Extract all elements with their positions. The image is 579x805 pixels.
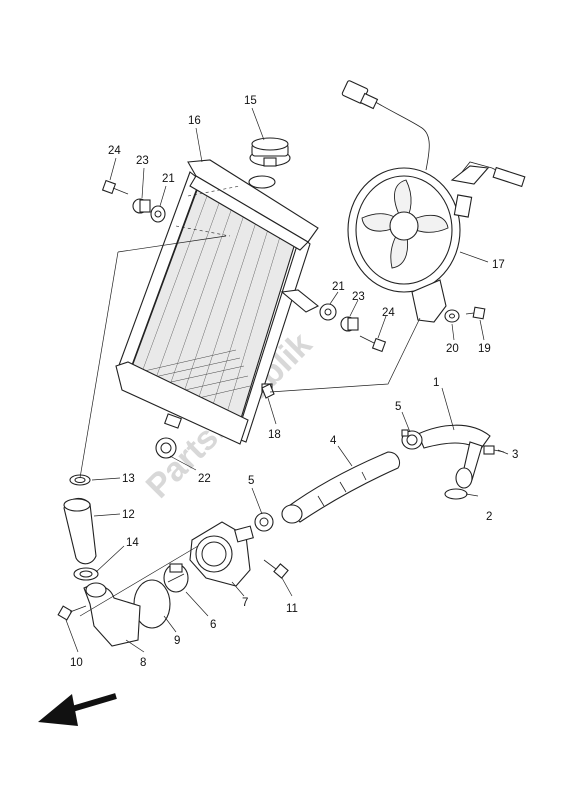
callout-numbers: 1 2 3 4 5 5 6 7 8 9 10 11 12 13 14 15 16… xyxy=(70,95,518,669)
callout-18: 18 xyxy=(268,429,281,441)
bolt-3 xyxy=(483,445,505,455)
callout-11: 11 xyxy=(286,603,298,615)
callout-21-left: 21 xyxy=(162,173,175,185)
o-ring-2 xyxy=(444,488,468,500)
callout-9: 9 xyxy=(174,635,180,647)
callout-5-middle: 5 xyxy=(248,475,254,487)
radiator xyxy=(115,159,320,445)
hidden-lines xyxy=(175,185,241,237)
leader-lines xyxy=(65,107,509,653)
callout-8: 8 xyxy=(140,657,146,669)
callout-14: 14 xyxy=(126,537,139,549)
callout-13: 13 xyxy=(122,473,135,485)
clip-18 xyxy=(261,383,275,399)
thermostat-housing xyxy=(189,521,254,587)
clamp-5-middle xyxy=(254,512,274,532)
washer-20 xyxy=(444,309,460,323)
callout-3: 3 xyxy=(512,449,518,461)
clamp-13 xyxy=(69,474,91,486)
callout-17: 17 xyxy=(492,259,505,271)
bolt-10 xyxy=(57,605,87,621)
grommet-21-right xyxy=(319,303,337,321)
callout-4: 4 xyxy=(330,435,337,447)
front-arrow-icon xyxy=(38,693,117,726)
callout-20: 20 xyxy=(446,343,459,355)
elbow-8 xyxy=(83,582,141,647)
callout-23-right: 23 xyxy=(352,291,365,303)
grommet-22 xyxy=(155,437,177,459)
hose-12 xyxy=(63,497,97,565)
bolt-19 xyxy=(465,306,486,320)
callout-19: 19 xyxy=(478,343,491,355)
hose-1 xyxy=(417,424,491,489)
thermostat xyxy=(163,563,189,593)
bolt-24-left xyxy=(101,179,129,195)
callout-5-upper: 5 xyxy=(395,401,401,413)
fan-assembly xyxy=(341,80,526,323)
clamp-5-upper xyxy=(401,429,423,450)
callout-15: 15 xyxy=(244,95,257,107)
grommet-21-left xyxy=(150,205,166,223)
callout-22: 22 xyxy=(198,473,211,485)
hose-4 xyxy=(281,451,401,524)
callout-21-right: 21 xyxy=(332,281,345,293)
collar-23-right xyxy=(340,316,359,332)
bolt-11 xyxy=(263,559,289,579)
radiator-cap xyxy=(249,137,291,167)
callout-23-left: 23 xyxy=(136,155,149,167)
bolt-24-right xyxy=(359,335,387,353)
callout-16: 16 xyxy=(188,115,201,127)
clamp-14 xyxy=(73,567,99,581)
callout-12: 12 xyxy=(122,509,135,521)
collar-23-left xyxy=(132,198,151,214)
callout-2: 2 xyxy=(486,511,492,523)
callout-24-left: 24 xyxy=(108,145,121,157)
callout-1: 1 xyxy=(433,377,439,389)
callout-7: 7 xyxy=(242,597,248,609)
callout-6: 6 xyxy=(210,619,216,631)
callout-10: 10 xyxy=(70,657,83,669)
callout-24-right: 24 xyxy=(382,307,395,319)
